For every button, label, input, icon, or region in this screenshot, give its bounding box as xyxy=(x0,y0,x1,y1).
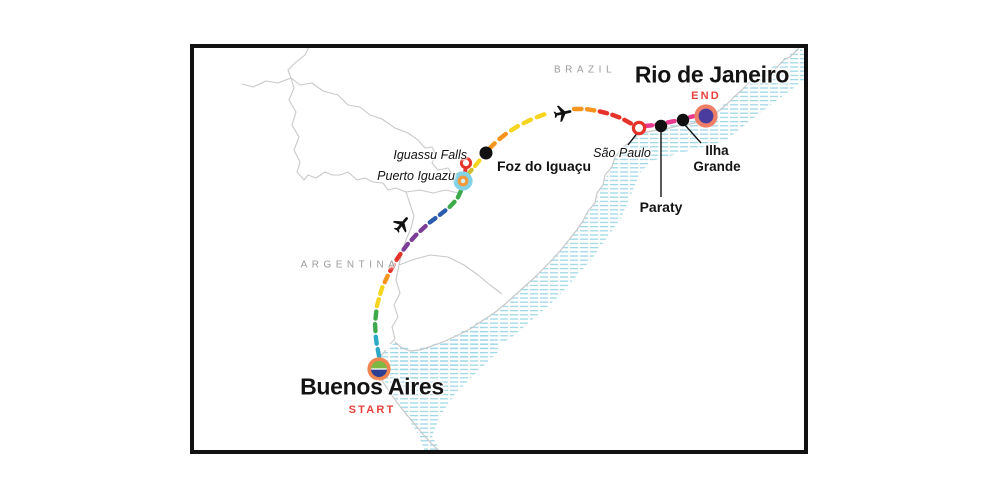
ilha-grande-label: Ilha Grande xyxy=(693,142,741,174)
end-tag: END xyxy=(691,90,721,102)
brazil-coastline xyxy=(394,46,801,352)
buenos-aires-marker xyxy=(367,357,391,381)
puerto-iguazu-marker xyxy=(453,171,473,191)
foz-do-iguacu-label: Foz do Iguaçu xyxy=(497,158,592,174)
uruguay-river-border xyxy=(389,191,415,345)
ocean-hatching xyxy=(395,47,808,381)
ilha-grande-leader-line xyxy=(684,124,702,144)
airplane-icon xyxy=(392,217,408,233)
route-buenos-aires-to-puerto-iguazu xyxy=(372,188,464,359)
airplane-icon xyxy=(553,105,572,122)
sao-paulo-label: São Paulo xyxy=(593,146,651,160)
rio-de-janeiro-marker xyxy=(694,104,718,128)
uruguay-north-border xyxy=(398,254,503,295)
route-airplane-to-sao-paulo xyxy=(571,106,634,126)
paraty-label: Paraty xyxy=(639,199,683,215)
country-label-brazil: BRAZIL xyxy=(553,64,617,76)
puerto-iguazu-label: Puerto Iguazu xyxy=(377,169,455,183)
itinerary-map: BRAZIL ARGENTINA Rio de Janeiro END Buen… xyxy=(190,44,808,454)
map-canvas xyxy=(241,44,808,454)
foz-do-iguacu-marker xyxy=(479,146,493,160)
paraty-marker xyxy=(654,119,668,133)
route-layer xyxy=(372,106,700,359)
estuary-hatching xyxy=(378,326,500,454)
border-stub-west xyxy=(241,77,292,88)
route-foz-to-airplane xyxy=(486,112,547,152)
iguassu-falls-marker xyxy=(459,156,473,170)
ilha-grande-marker xyxy=(676,113,690,127)
sao-paulo-marker xyxy=(631,120,647,136)
iguassu-falls-label: Iguassu Falls xyxy=(393,148,467,162)
buenos-aires-label: Buenos Aires xyxy=(300,373,444,400)
start-tag: START xyxy=(348,404,396,416)
rio-de-janeiro-label: Rio de Janeiro xyxy=(634,61,790,88)
country-label-argentina: ARGENTINA xyxy=(300,259,400,271)
